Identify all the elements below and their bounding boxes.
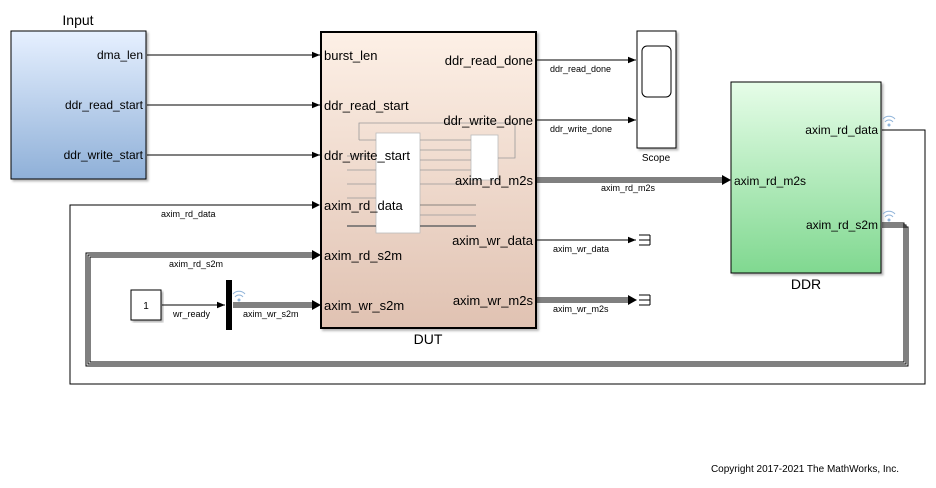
- ddr-block[interactable]: axim_rd_m2s axim_rd_data axim_rd_s2m DDR: [730, 81, 882, 292]
- signal-logging-icon: [232, 290, 246, 302]
- dut-out-axim-wr-data: axim_wr_data: [452, 233, 534, 248]
- constant-value: 1: [143, 301, 149, 312]
- bus-creator-icon[interactable]: [226, 280, 232, 330]
- ddr-out-axim-rd-data: axim_rd_data: [805, 123, 878, 137]
- dut-in-ddr-read-start: ddr_read_start: [324, 98, 409, 113]
- signal-label-ddr-read-done: ddr_read_done: [550, 64, 611, 74]
- bus-axim-rd-s2m-feedback[interactable]: [85, 222, 909, 367]
- dut-in-axim-rd-data: axim_rd_data: [324, 198, 404, 213]
- constant-block-body[interactable]: [130, 289, 162, 321]
- ddr-out-axim-rd-s2m: axim_rd_s2m: [806, 218, 878, 232]
- dut-in-axim-rd-s2m: axim_rd_s2m: [324, 248, 402, 263]
- dut-block[interactable]: burst_len ddr_read_start ddr_write_start…: [320, 31, 537, 347]
- dut-in-axim-wr-s2m: axim_wr_s2m: [324, 298, 404, 313]
- input-port-ddr-read-start: ddr_read_start: [65, 98, 144, 112]
- signal-label-axim-wr-data: axim_wr_data: [553, 244, 609, 254]
- constant-block[interactable]: 1: [130, 289, 162, 321]
- terminator-icon[interactable]: [639, 234, 651, 246]
- terminator-icon[interactable]: [639, 294, 651, 306]
- copyright-text: Copyright 2017-2021 The MathWorks, Inc.: [711, 464, 899, 475]
- input-block[interactable]: Input dma_len ddr_read_start ddr_write_s…: [10, 12, 147, 180]
- input-block-title: Input: [62, 12, 93, 28]
- signal-label-axim-rd-data: axim_rd_data: [161, 209, 216, 219]
- signal-label-axim-wr-s2m: axim_wr_s2m: [243, 309, 299, 319]
- dut-out-axim-rd-m2s: axim_rd_m2s: [455, 173, 534, 188]
- signal-label-axim-rd-m2s: axim_rd_m2s: [601, 183, 656, 193]
- signal-logging-icon: [882, 115, 896, 127]
- signal-label-axim-wr-m2s: axim_wr_m2s: [553, 304, 609, 314]
- signal-label-wr-ready: wr_ready: [172, 309, 211, 319]
- dut-block-body[interactable]: [320, 31, 537, 329]
- dut-inner-preview: [347, 122, 516, 234]
- ddr-in-axim-rd-m2s: axim_rd_m2s: [734, 174, 806, 188]
- dut-block-title: DUT: [414, 331, 443, 347]
- scope-block-title: Scope: [642, 153, 671, 164]
- dut-out-ddr-write-done: ddr_write_done: [443, 113, 533, 128]
- bus-axim-wr-m2s[interactable]: [537, 295, 637, 305]
- input-port-dma-len: dma_len: [97, 48, 143, 62]
- signal-logging-icon: [882, 210, 896, 222]
- signal-label-ddr-write-done: ddr_write_done: [550, 124, 612, 134]
- bus-axim-rd-m2s[interactable]: [537, 175, 731, 185]
- wire-axim-rd-data-feedback[interactable]: [69, 129, 926, 385]
- ddr-block-title: DDR: [791, 276, 821, 292]
- input-block-body[interactable]: [10, 30, 147, 180]
- dut-out-axim-wr-m2s: axim_wr_m2s: [453, 293, 534, 308]
- scope-block[interactable]: Scope: [636, 30, 677, 164]
- scope-display-icon: [641, 45, 672, 98]
- dut-in-burst-len: burst_len: [324, 48, 377, 63]
- ddr-block-body[interactable]: [730, 81, 882, 274]
- dut-in-ddr-write-start: ddr_write_start: [324, 148, 410, 163]
- bus-axim-wr-s2m[interactable]: [233, 300, 321, 310]
- signal-label-axim-rd-s2m: axim_rd_s2m: [169, 259, 223, 269]
- dut-out-ddr-read-done: ddr_read_done: [445, 53, 533, 68]
- input-port-ddr-write-start: ddr_write_start: [64, 148, 144, 162]
